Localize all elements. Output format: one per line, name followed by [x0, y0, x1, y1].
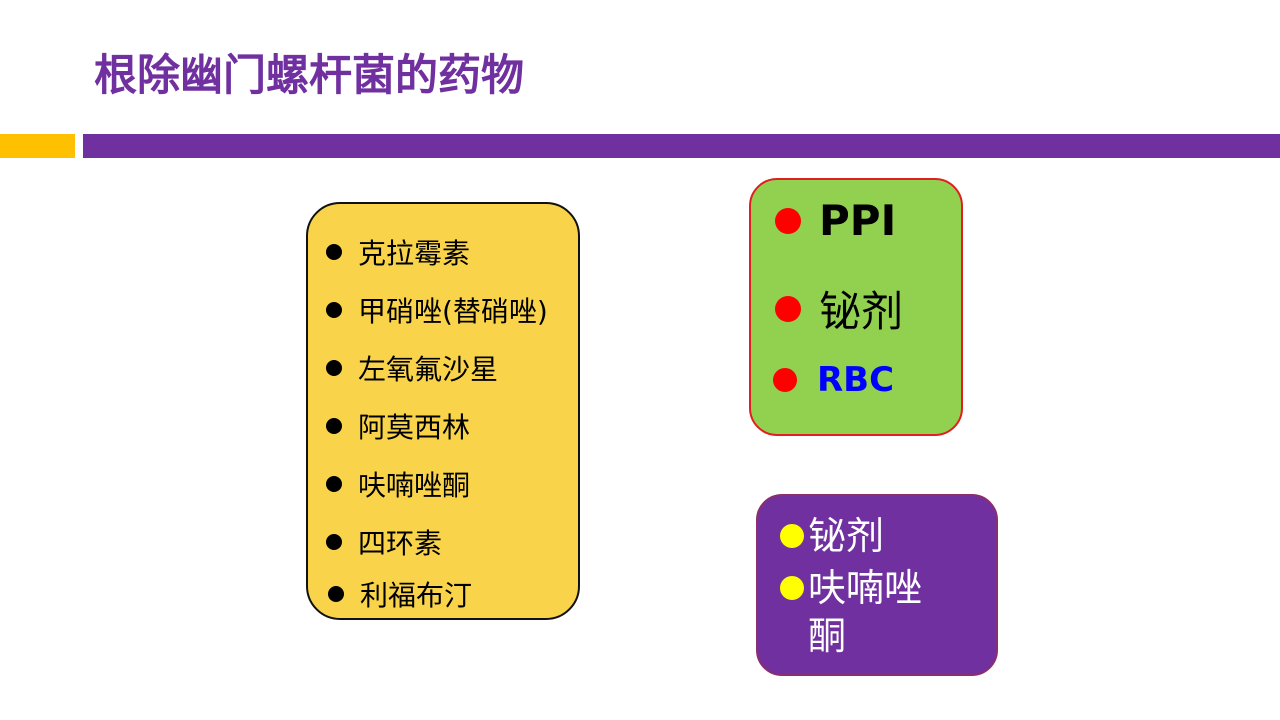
bullet-icon: [326, 534, 342, 550]
other-drugs-box: 铋剂 呋喃唑酮: [756, 494, 998, 676]
bullet-icon: [326, 302, 342, 318]
acid-suppressant-box: PPI 铋剂 RBC: [749, 178, 963, 436]
bullet-icon: [775, 295, 801, 322]
list-item: 阿莫西林: [326, 406, 470, 446]
list-item: 铋剂: [775, 278, 903, 339]
list-item: PPI: [775, 196, 896, 245]
bullet-icon: [326, 418, 342, 434]
accent-bar-purple: [83, 134, 1280, 158]
list-item: 左氧氟沙星: [326, 348, 498, 388]
bullet-icon: [780, 576, 804, 600]
bullet-icon: [328, 586, 344, 602]
bullet-icon: [326, 476, 342, 492]
list-item: 呋喃唑酮: [780, 564, 938, 660]
list-item: 铋剂: [780, 512, 884, 560]
list-item: 呋喃唑酮: [326, 464, 470, 504]
accent-bar-gold: [0, 134, 75, 158]
bullet-icon: [326, 244, 342, 260]
antibiotics-box: 克拉霉素 甲硝唑(替硝唑) 左氧氟沙星 阿莫西林 呋喃唑酮 四环素 利福布汀: [306, 202, 580, 620]
bullet-icon: [326, 360, 342, 376]
list-item: 克拉霉素: [326, 232, 470, 272]
bullet-icon: [775, 207, 801, 234]
list-item: 利福布汀: [328, 574, 472, 614]
bullet-icon: [773, 368, 797, 392]
list-item: RBC: [773, 360, 894, 400]
list-item: 四环素: [326, 522, 442, 562]
bullet-icon: [780, 524, 804, 548]
list-item: 甲硝唑(替硝唑): [326, 290, 548, 330]
slide-title: 根除幽门螺杆菌的药物: [94, 51, 524, 101]
